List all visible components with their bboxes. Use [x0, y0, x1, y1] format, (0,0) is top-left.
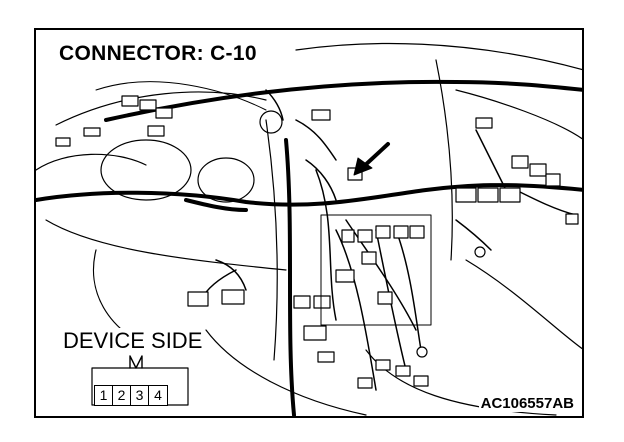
pin-label: 4: [154, 387, 162, 403]
pin-label: 2: [113, 386, 131, 405]
main-wire-harness: [36, 79, 582, 416]
pin-label: 1: [95, 386, 113, 405]
connector-pin-row: 1 2 3 4: [94, 385, 168, 406]
dashboard-wiring-illustration: [36, 42, 582, 416]
connector-title: CONNECTOR: C-10: [56, 42, 260, 66]
pointer-arrow-icon: [353, 142, 390, 176]
pin-label: 3: [131, 386, 149, 405]
reference-code: AC106557AB: [478, 395, 576, 412]
diagram-frame: CONNECTOR: C-10 DEVICE SIDE 1 2 3 4 AC10…: [34, 28, 584, 418]
dashboard-outline: [36, 42, 582, 416]
device-side-label: DEVICE SIDE: [60, 328, 206, 354]
connector-cluster-outline: [320, 214, 432, 326]
connector-blocks: [55, 95, 579, 389]
branch-wires: [200, 89, 577, 391]
